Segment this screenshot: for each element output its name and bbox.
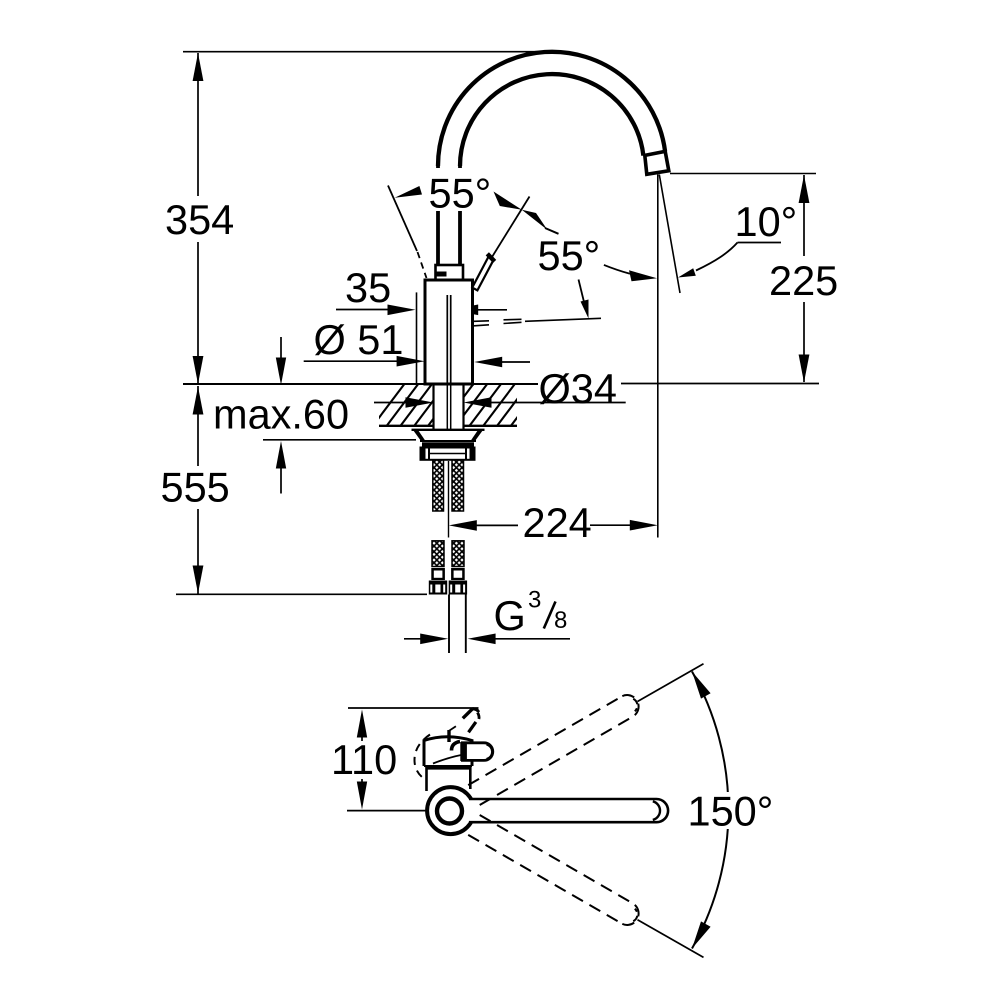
svg-text:max.60: max.60 bbox=[213, 391, 349, 438]
svg-text:35: 35 bbox=[345, 264, 391, 311]
svg-text:555: 555 bbox=[161, 464, 230, 511]
svg-text:G: G bbox=[494, 592, 526, 639]
svg-text:225: 225 bbox=[769, 257, 838, 304]
svg-text:110: 110 bbox=[331, 736, 397, 783]
svg-text:Ø34: Ø34 bbox=[539, 365, 617, 412]
svg-text:3: 3 bbox=[528, 587, 541, 614]
svg-text:10°: 10° bbox=[735, 198, 798, 245]
svg-text:Ø 51: Ø 51 bbox=[314, 316, 404, 363]
svg-text:354: 354 bbox=[165, 196, 234, 243]
svg-text:8: 8 bbox=[554, 607, 567, 634]
svg-text:55°: 55° bbox=[429, 170, 492, 217]
svg-text:55°: 55° bbox=[538, 232, 601, 279]
svg-text:150°: 150° bbox=[688, 788, 774, 835]
svg-text:224: 224 bbox=[523, 499, 592, 546]
